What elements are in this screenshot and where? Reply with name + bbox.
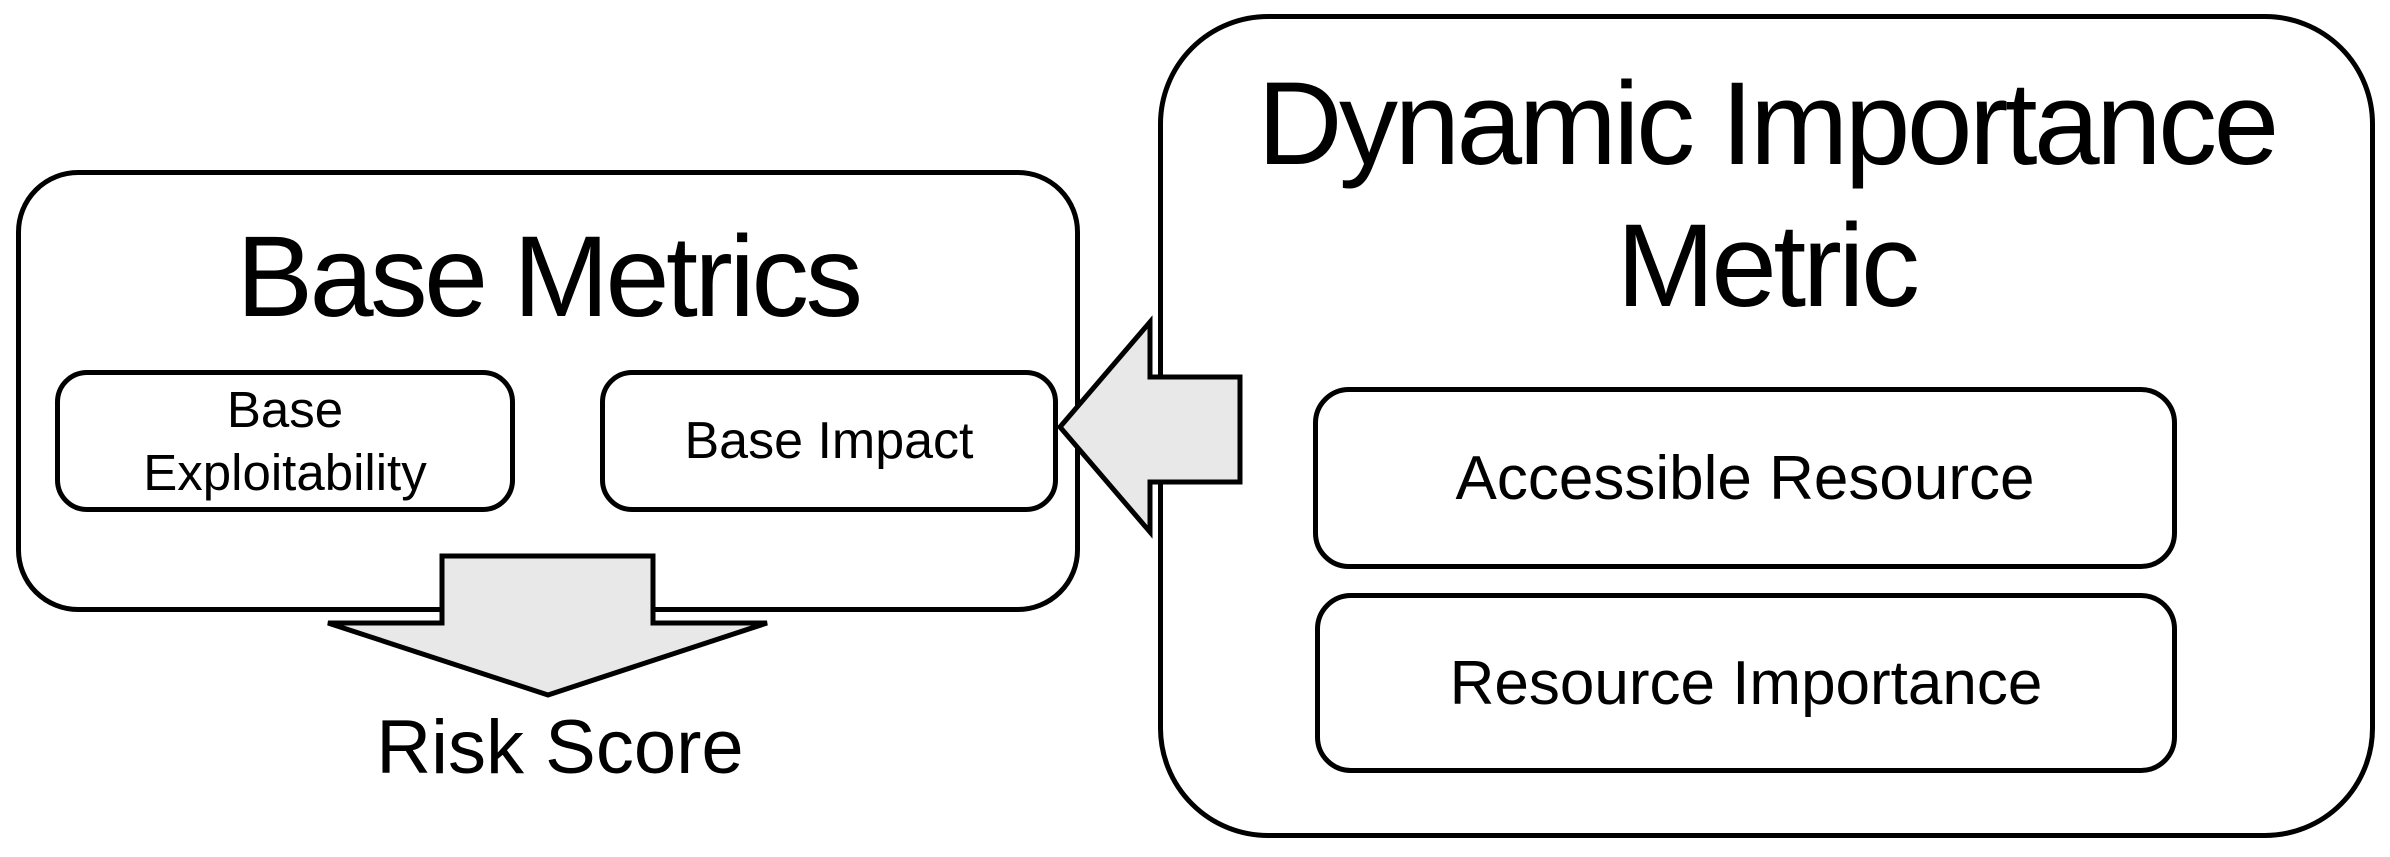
resource-importance-label: Resource Importance (1449, 648, 2043, 718)
base-exploitability-box: Base Exploitability (55, 370, 515, 512)
base-impact-label: Base Impact (684, 412, 974, 470)
dynamic-importance-title: Dynamic Importance Metric (1257, 58, 2279, 332)
accessible-resource-box: Accessible Resource (1313, 387, 2177, 569)
base-impact-box: Base Impact (600, 370, 1058, 512)
base-metrics-title: Base Metrics (236, 213, 863, 341)
base-exploitability-label: Base Exploitability (143, 380, 427, 501)
accessible-resource-label: Accessible Resource (1455, 443, 2035, 513)
resource-importance-box: Resource Importance (1315, 593, 2177, 773)
risk-score-label: Risk Score (376, 705, 744, 790)
